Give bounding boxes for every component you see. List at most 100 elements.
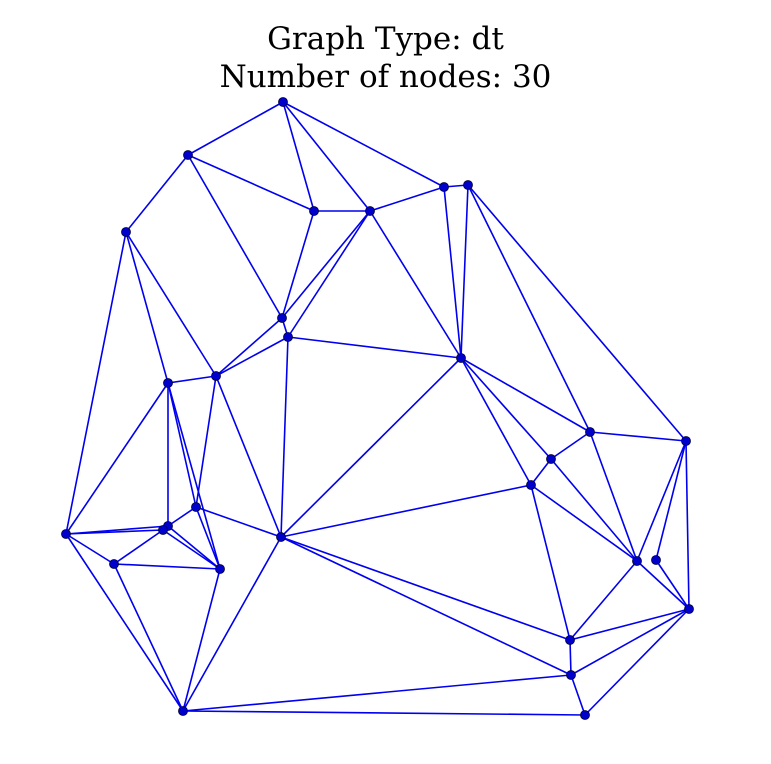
graph-edge xyxy=(685,440,690,610)
graph-edge xyxy=(113,563,221,570)
graph-edge xyxy=(65,533,115,565)
graph-edge xyxy=(125,231,217,377)
graph-edge xyxy=(182,710,586,716)
graph-edge xyxy=(182,568,221,712)
graph-node xyxy=(178,706,188,716)
graph-edge xyxy=(570,608,690,676)
graph-edge xyxy=(195,506,282,538)
edge-layer xyxy=(65,101,690,716)
graph-edge xyxy=(467,184,591,433)
graph-node xyxy=(439,182,449,192)
graph-node xyxy=(158,525,168,535)
graph-edge xyxy=(187,154,283,319)
graph-edge xyxy=(167,506,197,527)
graph-edge xyxy=(287,210,371,338)
graph-node xyxy=(183,150,193,160)
graph-edge xyxy=(125,231,169,384)
graph-edge xyxy=(655,559,690,610)
graph-edge xyxy=(167,382,197,508)
graph-edge xyxy=(550,458,638,562)
graph-edge xyxy=(530,484,571,641)
graph-edge xyxy=(281,210,315,319)
graph-edge xyxy=(589,431,687,442)
graph-edge xyxy=(636,560,690,610)
graph-edge xyxy=(569,608,690,641)
graph-edge xyxy=(460,357,591,433)
graph-node xyxy=(278,97,288,107)
graph-node xyxy=(191,502,201,512)
graph-node xyxy=(456,353,466,363)
graph-edge xyxy=(460,184,469,359)
graph-edge xyxy=(280,536,572,676)
graph-node xyxy=(681,436,691,446)
graph-node xyxy=(365,206,375,216)
graph-edge xyxy=(282,101,445,188)
graph-edge xyxy=(195,375,217,508)
graph-edge xyxy=(162,529,221,570)
graph-edge xyxy=(282,101,315,212)
graph-edge xyxy=(167,375,217,384)
graph-node xyxy=(309,206,319,216)
graph-node xyxy=(121,227,131,237)
graph-edge xyxy=(167,525,221,570)
graph-edge xyxy=(569,560,638,641)
graph-edge xyxy=(280,484,532,538)
graph-edge xyxy=(65,533,184,712)
graph-edge xyxy=(280,357,462,538)
graph-edge xyxy=(215,375,282,538)
graph-node xyxy=(580,710,590,720)
graph-edge xyxy=(570,674,586,716)
graph-node xyxy=(211,371,221,381)
graph-edge xyxy=(187,101,284,156)
graph-edge xyxy=(215,336,289,377)
graph-edge xyxy=(460,357,552,460)
graph-edge xyxy=(280,536,571,641)
graph-edge xyxy=(167,382,221,570)
graph-node xyxy=(565,635,575,645)
graph-edge xyxy=(589,431,638,562)
graph-edge xyxy=(187,154,315,212)
graph-node xyxy=(163,378,173,388)
graph-edge xyxy=(182,674,572,712)
graph-node xyxy=(277,313,287,323)
node-layer xyxy=(61,97,694,720)
graph-type-title: Graph Type: dt xyxy=(267,21,504,57)
graph-node xyxy=(632,556,642,566)
graph-edge xyxy=(550,431,591,460)
graph-edge xyxy=(530,458,552,486)
graph-edge xyxy=(113,529,164,565)
graph-node xyxy=(61,529,71,539)
graph-edge xyxy=(182,536,282,712)
graph-node xyxy=(566,670,576,680)
graph-edge xyxy=(460,357,532,486)
graph-node xyxy=(684,604,694,614)
graph-node xyxy=(276,532,286,542)
graph-node xyxy=(463,180,473,190)
graph-edge xyxy=(65,525,169,535)
graph-edge xyxy=(584,608,690,716)
graph-edge xyxy=(215,317,283,377)
graph-edge xyxy=(369,186,445,212)
graph-node xyxy=(283,332,293,342)
graph-edge xyxy=(655,440,687,561)
graph-edge xyxy=(65,231,127,535)
graph-edge xyxy=(282,101,371,212)
graph-edge xyxy=(281,210,371,319)
graph-edge xyxy=(287,336,462,359)
graph-edge xyxy=(125,154,189,233)
graph-node xyxy=(585,427,595,437)
graph-node xyxy=(546,454,556,464)
graph-edge xyxy=(369,210,462,359)
graph-edge xyxy=(280,336,289,538)
graph-edge xyxy=(65,382,169,535)
node-count-title: Number of nodes: 30 xyxy=(219,59,552,95)
graph-edge xyxy=(467,184,687,442)
graph-node xyxy=(215,564,225,574)
graph-node xyxy=(651,555,661,565)
graph-edge xyxy=(443,186,462,359)
graph-edge xyxy=(569,639,572,676)
graph-edge xyxy=(113,563,184,712)
graph-edge xyxy=(195,506,221,570)
graph-node xyxy=(526,480,536,490)
